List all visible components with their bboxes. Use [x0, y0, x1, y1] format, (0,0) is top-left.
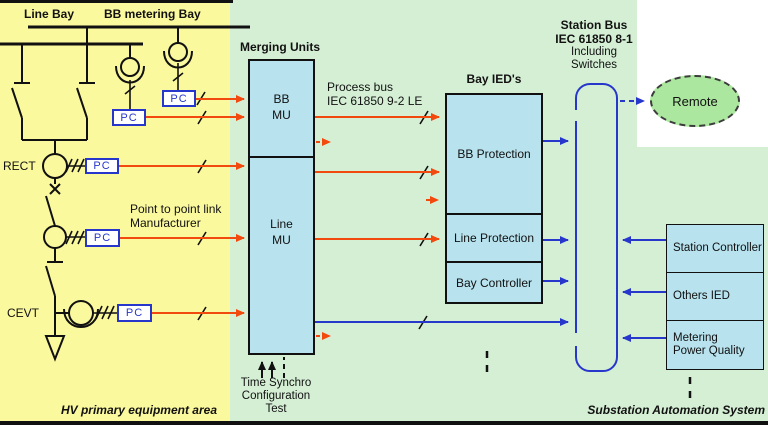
- bb-metering-sensor-left-icon: [115, 44, 145, 109]
- bb-metering-sensor-right-icon: [163, 27, 193, 90]
- bay-ieds-box: BB Protection Line Protection Bay Contro…: [445, 93, 543, 304]
- station-bus-line3: Including: [570, 46, 618, 58]
- merging-units-box: BB MU Line MU: [248, 59, 315, 355]
- bb-mu-label-line2: MU: [272, 108, 291, 122]
- pc-box-p2p: PC: [85, 229, 120, 247]
- mid-disconnector-icon: [45, 195, 56, 227]
- feeder-arrow-icon: [44, 335, 66, 362]
- station-controller-cell: Station Controller: [667, 225, 763, 273]
- pc-label: PC: [93, 232, 112, 244]
- station-bus-links: [315, 97, 666, 342]
- bus-gap-2: [573, 333, 578, 346]
- continuation-dashes: [485, 351, 692, 401]
- line-bay-junction: [22, 139, 87, 154]
- remote-node: Remote: [650, 75, 740, 127]
- sas-title: Substation Automation System: [587, 403, 765, 417]
- bay-ieds-title: Bay IED's: [466, 72, 522, 86]
- pc-box-bb-metering-1: PC: [162, 90, 196, 107]
- station-level-devices-box: Station Controller Others IED Metering P…: [666, 224, 764, 370]
- line-protection-label: Line Protection: [453, 231, 535, 245]
- bay-controller-cell: Bay Controller: [447, 263, 541, 302]
- process-bus-links: [119, 95, 440, 340]
- line-mu-cell: Line MU: [250, 158, 313, 353]
- pc-box-bb-metering-2: PC: [112, 109, 146, 126]
- pc-box-rect: PC: [85, 158, 119, 174]
- mu-inputs-caption: Time Synchro Configuration Test: [226, 377, 326, 416]
- cevt-sensor-icon: [63, 300, 99, 328]
- station-controller-label: Station Controller: [673, 242, 762, 254]
- line-protection-cell: Line Protection: [447, 215, 541, 263]
- station-bus-line1: Station Bus: [560, 18, 628, 32]
- p2p-instrument-transformer-icon: [43, 225, 67, 249]
- p2p-note-line2: Manufacturer: [130, 216, 201, 230]
- process-bus-line2: IEC 61850 9-2 LE: [327, 94, 423, 108]
- bb-mu-label-line1: BB: [273, 92, 290, 106]
- station-bus-line2: IEC 61850 8-1: [555, 31, 633, 46]
- p2p-note: Point to point link Manufacturer: [130, 202, 221, 230]
- line-bay-title: Line Bay: [24, 7, 75, 21]
- line-bay-disconnector-left-icon: [11, 44, 30, 140]
- lower-disconnector-icon: [45, 265, 56, 336]
- process-bus-line1: Process bus: [327, 80, 394, 94]
- bb-protection-cell: BB Protection: [447, 95, 541, 215]
- merging-units-title: Merging Units: [240, 40, 320, 54]
- mu-inputs-line3: Test: [265, 403, 287, 415]
- line-mu-label-line2: MU: [272, 233, 291, 247]
- metering-cell: Metering Power Quality: [667, 321, 763, 369]
- metering-label-line1: Metering: [673, 332, 718, 344]
- mu-inputs-line2: Configuration: [241, 390, 311, 402]
- line-bay-disconnector-right-icon: [76, 27, 95, 140]
- bay-controller-label: Bay Controller: [455, 275, 533, 290]
- remote-label: Remote: [672, 93, 718, 109]
- bb-mu-cell: BB MU: [250, 61, 313, 158]
- pc-label: PC: [93, 160, 111, 172]
- station-bus-caption: Station Bus IEC 61850 8-1 Including Swit…: [540, 18, 648, 72]
- primary-circuit: [0, 25, 250, 362]
- p2p-note-line1: Point to point link: [130, 202, 222, 216]
- hv-area-title: HV primary equipment area: [60, 403, 217, 417]
- bb-metering-bay-title: BB metering Bay: [104, 7, 201, 21]
- others-ied-cell: Others IED: [667, 273, 763, 321]
- mu-bottom-inputs: [258, 357, 285, 378]
- line-mu-label-line1: Line: [270, 217, 293, 231]
- diagram-bottom-border: [0, 421, 768, 425]
- process-bus-caption: Process bus IEC 61850 9-2 LE: [327, 80, 422, 108]
- mu-inputs-line1: Time Synchro: [240, 377, 312, 389]
- hv-area-top-border: [0, 0, 233, 3]
- bb-protection-label: BB Protection: [457, 147, 531, 161]
- metering-label-line2: Power Quality: [673, 345, 745, 357]
- pc-label: PC: [120, 111, 138, 124]
- fault-cross-icon: [49, 183, 61, 195]
- bus-gap-1: [573, 110, 578, 121]
- pc-box-cevt: PC: [117, 304, 152, 322]
- station-bus-line4: Switches: [570, 59, 618, 71]
- rect-instrument-transformer-icon: [42, 153, 68, 179]
- station-bus-pill: [575, 83, 618, 372]
- rect-label: RECT: [3, 159, 36, 173]
- hv-primary-area-background: [0, 0, 230, 425]
- pc-label: PC: [170, 92, 188, 105]
- cevt-label: CEVT: [7, 306, 40, 320]
- others-ied-label: Others IED: [673, 290, 730, 302]
- pc-label: PC: [125, 307, 144, 319]
